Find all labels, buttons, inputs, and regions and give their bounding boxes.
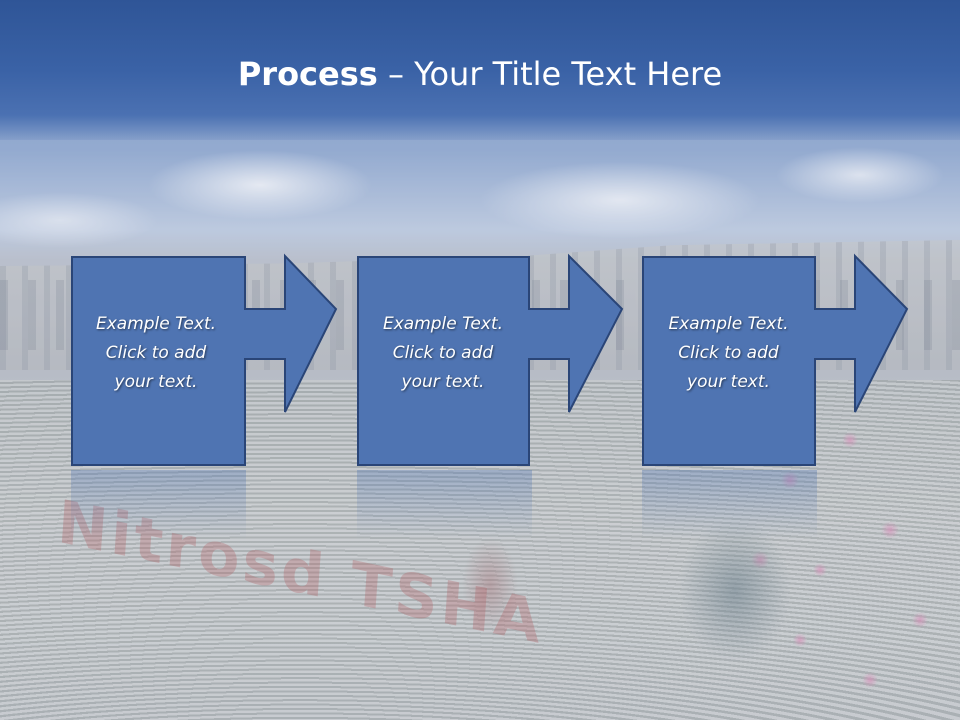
step-text-line: Click to add bbox=[678, 343, 779, 363]
step-reflection bbox=[357, 470, 532, 540]
title-rest-part: – Your Title Text Here bbox=[377, 55, 723, 93]
slide-title[interactable]: Process – Your Title Text Here bbox=[0, 52, 960, 96]
statue bbox=[450, 520, 530, 650]
arrow-box-shape bbox=[642, 253, 909, 466]
step-text: Example Text. Click to add your text. bbox=[71, 310, 241, 397]
step-text-line: Example Text. bbox=[382, 314, 504, 334]
step-text-line: your text. bbox=[687, 372, 770, 392]
step-text-line: your text. bbox=[401, 372, 485, 392]
process-step-3[interactable]: Example Text. Click to add your text. bbox=[642, 253, 909, 466]
title-bold-part: Process bbox=[237, 55, 378, 93]
process-step-2[interactable]: Example Text. Click to add your text. bbox=[357, 253, 624, 466]
step-text: Example Text. Click to add your text. bbox=[357, 310, 529, 397]
step-text-line: Click to add bbox=[392, 343, 494, 363]
arrow-box-shape bbox=[357, 253, 624, 466]
step-text-line: Click to add bbox=[105, 343, 207, 363]
arrow-box-shape bbox=[71, 253, 338, 466]
step-text: Example Text. Click to add your text. bbox=[642, 310, 815, 397]
step-text-line: Example Text. bbox=[95, 314, 217, 334]
step-reflection bbox=[642, 470, 817, 540]
process-step-1[interactable]: Example Text. Click to add your text. bbox=[71, 253, 338, 466]
step-text-line: your text. bbox=[114, 372, 198, 392]
garden-urn bbox=[660, 490, 810, 690]
step-text-line: Example Text. bbox=[668, 314, 789, 334]
title-band bbox=[0, 0, 960, 140]
step-reflection bbox=[71, 470, 246, 540]
